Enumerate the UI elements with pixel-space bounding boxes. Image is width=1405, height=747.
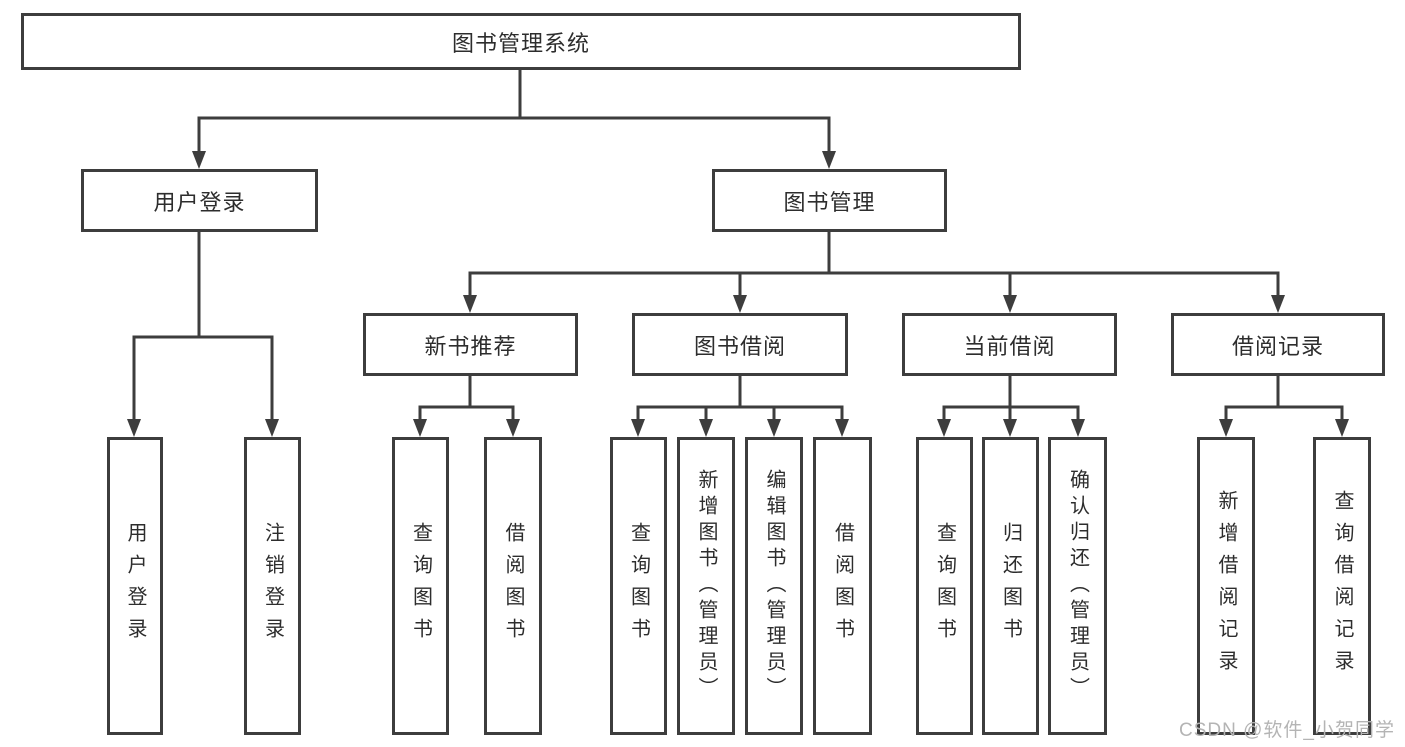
leaf-add-borrow-record: 新增借阅记录	[1197, 437, 1255, 735]
leaf-return-books: 归还图书	[982, 437, 1039, 735]
node-root: 图书管理系统	[21, 13, 1021, 70]
leaf-query-books-recommend: 查询图书	[392, 437, 449, 735]
leaf-borrow-books-recommend: 借阅图书	[484, 437, 542, 735]
leaf-query-books-borrow-label: 查询图书	[627, 522, 650, 650]
node-borrow-records: 借阅记录	[1171, 313, 1385, 376]
leaf-query-books-current-label: 查询图书	[933, 522, 956, 650]
node-book-management: 图书管理	[712, 169, 947, 232]
leaf-edit-book-admin: 编辑图书（管理员）	[745, 437, 803, 735]
node-borrow-records-label: 借阅记录	[1231, 333, 1324, 359]
node-new-book-recommend: 新书推荐	[363, 313, 578, 376]
node-current-borrow-label: 当前借阅	[963, 333, 1056, 359]
leaf-confirm-return-admin-label: 确认归还（管理员）	[1066, 469, 1089, 703]
node-new-book-recommend-label: 新书推荐	[424, 333, 517, 359]
leaf-query-borrow-record-label: 查询借阅记录	[1331, 490, 1353, 682]
leaf-borrow-books-2-label: 借阅图书	[831, 522, 854, 650]
leaf-borrow-books-2: 借阅图书	[813, 437, 872, 735]
leaf-add-book-admin-label: 新增图书（管理员）	[695, 469, 717, 703]
leaf-query-books-current: 查询图书	[916, 437, 973, 735]
leaf-borrow-books-recommend-label: 借阅图书	[502, 522, 524, 650]
node-book-management-label: 图书管理	[783, 189, 876, 215]
leaf-logout: 注销登录	[244, 437, 301, 735]
leaf-user-login: 用户登录	[107, 437, 163, 735]
node-current-borrow: 当前借阅	[902, 313, 1117, 376]
node-book-borrow: 图书借阅	[632, 313, 848, 376]
node-root-label: 图书管理系统	[451, 30, 590, 56]
node-book-borrow-label: 图书借阅	[693, 333, 786, 359]
leaf-add-borrow-record-label: 新增借阅记录	[1215, 490, 1237, 682]
connector-arrowheads	[127, 151, 1349, 437]
leaf-add-book-admin: 新增图书（管理员）	[677, 437, 735, 735]
node-user-login-label: 用户登录	[153, 189, 246, 215]
node-user-login: 用户登录	[81, 169, 318, 232]
leaf-edit-book-admin-label: 编辑图书（管理员）	[763, 469, 785, 703]
csdn-watermark: CSDN @软件_小贺同学	[1179, 720, 1395, 741]
leaf-query-borrow-record: 查询借阅记录	[1313, 437, 1371, 735]
leaf-confirm-return-admin: 确认归还（管理员）	[1048, 437, 1107, 735]
leaf-logout-label: 注销登录	[261, 522, 284, 650]
leaf-user-login-label: 用户登录	[124, 522, 146, 650]
leaf-query-books-borrow: 查询图书	[610, 437, 667, 735]
connector-strokes	[132, 70, 1344, 421]
leaf-query-books-recommend-label: 查询图书	[409, 522, 432, 650]
leaf-return-books-label: 归还图书	[999, 522, 1022, 650]
